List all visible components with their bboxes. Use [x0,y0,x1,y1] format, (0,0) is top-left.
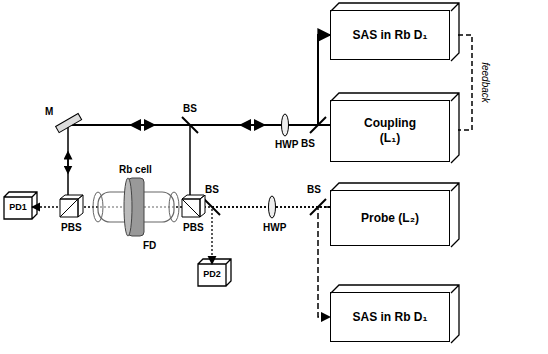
mirror [56,114,82,133]
photodetector: PD2 [198,264,226,286]
part-label: PBS [60,222,83,233]
edge-label: feedback [480,61,491,104]
node-text: SAS in Rb D₁ [353,28,428,43]
beam-connector [318,207,330,317]
half-wave-plate [282,114,289,136]
instrument-box: SAS in Rb D₁ [330,10,450,60]
instrument-box: Coupling (L₁) [330,100,450,162]
coupling-beam [68,124,318,126]
polarizing-beam-splitter [182,195,205,217]
node-text: PD1 [9,202,27,213]
half-wave-plate [269,196,276,218]
beam-splitter [310,117,326,133]
part-label: BS [300,138,316,149]
node-text: Coupling (L₁) [355,116,425,146]
beam-splitter [204,199,220,215]
node-text: PD2 [203,269,221,280]
part-label: BS [182,103,198,114]
node-text: SAS in Rb D₁ [353,310,428,325]
polarizing-beam-splitter [60,195,83,217]
part-label: FD [142,240,157,251]
part-label: M [44,106,54,117]
part-label: BS [204,184,220,195]
instrument-box: Probe (L₂) [330,190,450,246]
beam-connector [458,35,472,130]
instrument-box: SAS in Rb D₁ [330,292,450,342]
coupling-beam [189,125,191,197]
photodetector: PD1 [4,197,32,219]
beam-splitter [182,117,198,133]
beam-splitter [310,199,326,215]
coupling-beam [67,125,69,197]
part-label: Rb cell [118,164,153,175]
part-label: PBS [182,222,205,233]
part-label: BS [306,184,322,195]
part-label: HWP [262,222,287,233]
beam-connector [318,35,330,125]
part-label: HWP [274,139,299,150]
node-text: Probe (L₂) [361,211,419,226]
